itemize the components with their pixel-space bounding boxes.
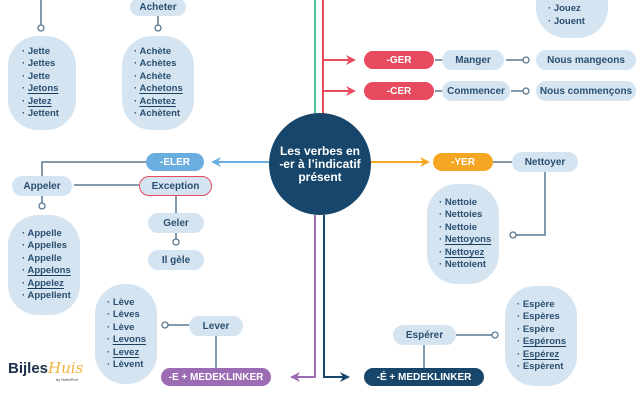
list-item: Achète xyxy=(134,71,194,84)
verb-commencer: Commencer xyxy=(442,81,510,101)
list-item: Espérons xyxy=(517,336,577,349)
list-item: Espèrent xyxy=(517,361,577,374)
list-item: Achète xyxy=(134,46,194,59)
list-item: Achètent xyxy=(134,108,194,121)
logo-brand-main: Bijles xyxy=(8,360,49,377)
eler-tag: -ELER xyxy=(146,153,204,171)
list-item: Nettoyez xyxy=(439,247,499,260)
result-nous-commencons: Nous commençons xyxy=(536,81,636,101)
e-medeklinker-tag: -E + MEDEKLINKER xyxy=(161,368,271,386)
list-item: Jetons xyxy=(22,83,76,96)
list-item: Jetez xyxy=(22,96,76,109)
cer-tag: -CER xyxy=(364,82,434,100)
result-il-gele: Il gèle xyxy=(148,250,204,270)
bijleshuis-logo: BijlesHuis by HelloProf xyxy=(8,359,84,382)
logo-byline: by HelloProf xyxy=(56,377,78,382)
list-item: Lève xyxy=(107,297,157,310)
verb-geler: Geler xyxy=(148,213,204,233)
list-item: Appelles xyxy=(22,240,80,253)
jeter-conjugation-list: Jette Jettes Jette Jetons Jetez Jettent xyxy=(8,36,76,130)
list-item: Appelle xyxy=(22,228,80,241)
list-item: Jettent xyxy=(22,108,76,121)
list-item: Appelez xyxy=(22,278,80,291)
ger-tag: -GER xyxy=(364,51,434,69)
lever-conjugation-list: Lève Lèves Lève Levons Levez Lèvent xyxy=(95,284,157,384)
purple-branch-line xyxy=(290,215,316,382)
result-nous-mangeons: Nous mangeons xyxy=(536,50,636,70)
list-item: Espère xyxy=(517,324,577,337)
list-item: Lève xyxy=(107,322,157,335)
list-item: Lèves xyxy=(107,309,157,322)
list-item: Nettoies xyxy=(439,209,499,222)
central-topic: Les verbes en -er à l’indicatif présent xyxy=(269,113,371,215)
list-item: Achetez xyxy=(134,96,194,109)
jouer-conjugation-list: Jouez Jouent xyxy=(536,0,608,38)
list-item: Nettoie xyxy=(439,222,499,235)
logo-brand-accent: Huis xyxy=(48,359,84,377)
list-item: Jouent xyxy=(548,16,608,29)
list-item: Nettoient xyxy=(439,259,499,272)
verb-appeler: Appeler xyxy=(12,176,72,196)
list-item: Jette xyxy=(22,71,76,84)
list-item: Levons xyxy=(107,334,157,347)
appeler-conjugation-list: Appelle Appelles Appelle Appelons Appele… xyxy=(8,215,80,315)
yer-tag: -YER xyxy=(433,153,493,171)
list-item: Levez xyxy=(107,347,157,360)
list-item: Jette xyxy=(22,46,76,59)
acheter-conjugation-list: Achète Achètes Achète Achetons Achetez A… xyxy=(122,36,194,130)
verb-nettoyer: Nettoyer xyxy=(512,152,578,172)
list-item: Jettes xyxy=(22,58,76,71)
list-item: Espère xyxy=(517,299,577,312)
exception-label: Exception xyxy=(139,176,212,196)
list-item: Nettoyons xyxy=(439,234,499,247)
list-item: Appellent xyxy=(22,290,80,303)
list-item: Appelle xyxy=(22,253,80,266)
verb-manger: Manger xyxy=(442,50,504,70)
verb-acheter: Acheter xyxy=(130,0,186,16)
list-item: Appelons xyxy=(22,265,80,278)
esperer-conjugation-list: Espère Espères Espère Espérons Espérez E… xyxy=(505,286,577,386)
e-acute-medeklinker-tag: -É + MEDEKLINKER xyxy=(364,368,484,386)
list-item: Jouez xyxy=(548,3,608,16)
navy-branch-line xyxy=(323,215,350,382)
verb-lever: Lever xyxy=(189,316,243,336)
list-item: Achetons xyxy=(134,83,194,96)
list-item: Espères xyxy=(517,311,577,324)
nettoyer-conjugation-list: Nettoie Nettoies Nettoie Nettoyons Netto… xyxy=(427,184,499,284)
list-item: Espérez xyxy=(517,349,577,362)
verb-esperer: Espérer xyxy=(393,325,456,345)
list-item: Lèvent xyxy=(107,359,157,372)
list-item: Nettoie xyxy=(439,197,499,210)
list-item: Achètes xyxy=(134,58,194,71)
